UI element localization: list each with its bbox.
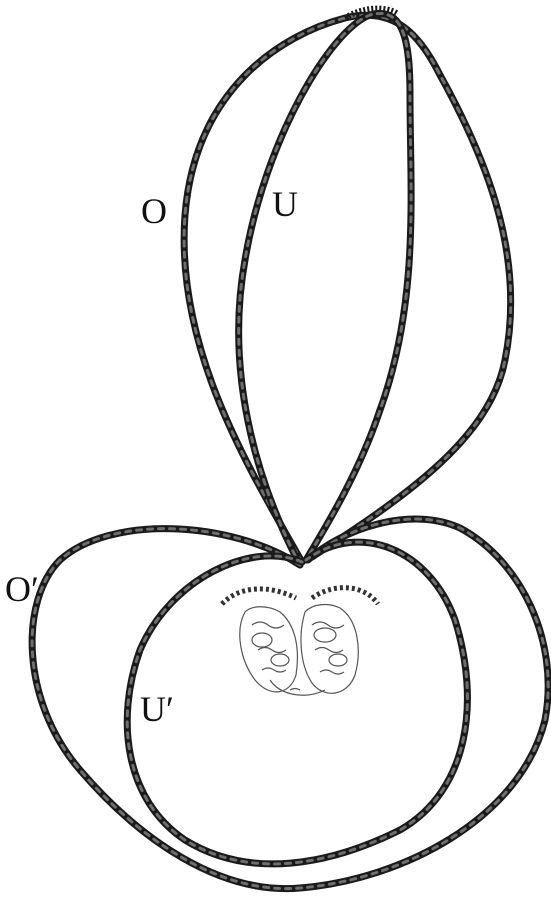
dna-loop-u bbox=[235, 5, 415, 569]
loop-u-label: U bbox=[272, 184, 298, 224]
protein-complex bbox=[220, 585, 381, 696]
dna-loop-o-prime bbox=[28, 515, 551, 893]
loop-o-label: O bbox=[141, 191, 167, 231]
dna-loop-u-prime bbox=[123, 538, 471, 868]
loop-o-prime-label: O′ bbox=[5, 569, 39, 609]
loop-u-prime-label: U′ bbox=[140, 689, 174, 729]
